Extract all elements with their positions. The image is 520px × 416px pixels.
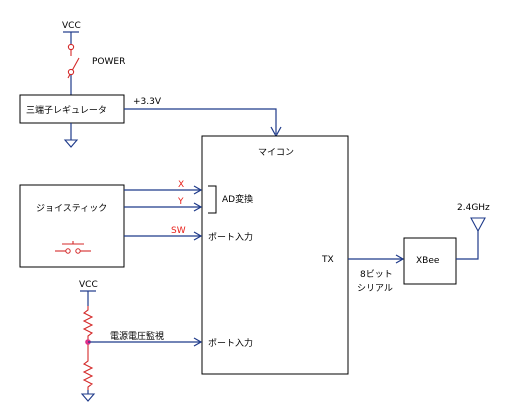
joystick-label: ジョイスティック xyxy=(36,203,107,214)
x-label: X xyxy=(178,180,184,190)
power-switch xyxy=(67,43,80,95)
tx-label: TX xyxy=(321,255,334,265)
ground-symbol-regulator xyxy=(63,139,79,148)
antenna-icon xyxy=(470,217,486,233)
y-arrow xyxy=(193,202,203,212)
monitor-arrow xyxy=(193,337,203,347)
ground-symbol-divider xyxy=(80,393,96,402)
joystick-box xyxy=(19,184,125,268)
ad-bracket xyxy=(208,185,217,214)
vcc-top-label: VCC xyxy=(62,21,81,31)
antenna-wire xyxy=(456,228,479,260)
resistor-top xyxy=(82,306,94,342)
y-label: Y xyxy=(177,197,184,207)
x-arrow xyxy=(193,185,203,195)
vcc-bottom-symbol xyxy=(80,290,96,306)
mcu-box xyxy=(201,135,349,375)
bits-line2: シリアル xyxy=(357,284,393,294)
bits-line1: 8ビット xyxy=(360,269,393,280)
port-in-1-label: ポート入力 xyxy=(208,231,253,243)
sw-arrow xyxy=(193,231,203,241)
regulator-label: 三端子レギュレータ xyxy=(26,104,107,116)
port-in-2-label: ポート入力 xyxy=(208,337,253,349)
mcu-label: マイコン xyxy=(258,148,294,158)
voltage-monitor-label: 電源電圧監視 xyxy=(110,330,164,342)
regulator-box xyxy=(19,94,125,124)
power-label: POWER xyxy=(92,57,125,67)
xbee-box xyxy=(403,237,457,285)
sw-label: SW xyxy=(171,226,186,236)
joystick-push-switch xyxy=(55,241,91,254)
v33-label: +3.3V xyxy=(133,97,162,107)
resistor-bottom xyxy=(82,358,94,390)
freq-label: 2.4GHz xyxy=(457,203,490,213)
vcc-top-symbol xyxy=(63,31,79,44)
v33-wire xyxy=(124,108,277,134)
tx-arrow xyxy=(395,254,405,264)
xbee-label: XBee xyxy=(416,256,440,266)
vcc-bottom-label: VCC xyxy=(79,280,98,290)
ad-label: AD変換 xyxy=(222,193,253,205)
